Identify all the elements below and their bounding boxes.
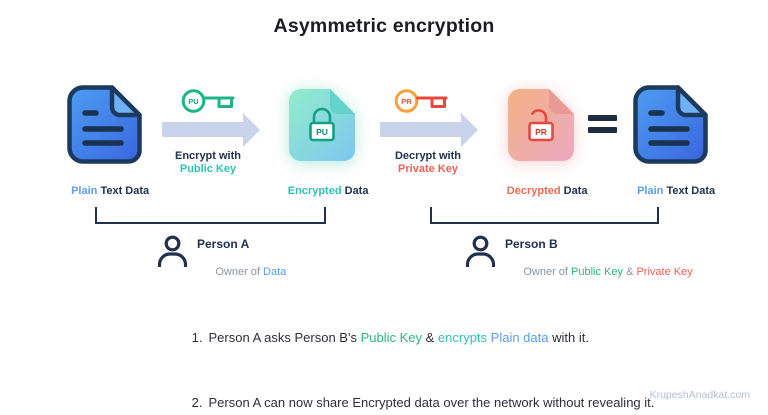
person-a-icon bbox=[156, 235, 189, 272]
person-a-scope-bracket bbox=[95, 207, 326, 224]
equals-icon bbox=[588, 115, 617, 133]
decrypted-lock-tag: PR bbox=[535, 127, 547, 137]
label-word-plain: Plain bbox=[71, 185, 101, 197]
encrypt-arrow-head bbox=[243, 113, 260, 147]
decrypt-caption: Decrypt with Private Key bbox=[394, 150, 461, 175]
plain-text-document-icon-left bbox=[66, 84, 143, 170]
encrypt-caption: Encrypt with Public Key bbox=[174, 150, 241, 175]
public-key-icon: PU bbox=[181, 86, 237, 121]
page-title: Asymmetric encryption bbox=[273, 15, 495, 37]
decrypted-data-label: Decrypted Data bbox=[506, 185, 588, 197]
person-b-ownership: Owner of Public Key & Private Key bbox=[523, 266, 693, 278]
person-b-scope-bracket bbox=[430, 207, 659, 224]
private-key-tag: PR bbox=[401, 97, 412, 106]
person-b-block: Person B Owner of Public Key & Private K… bbox=[505, 237, 693, 290]
watermark: KrupeshAnadkat.com bbox=[649, 389, 750, 401]
plain-text-data-label-right: Plain Text Data bbox=[637, 185, 716, 197]
public-key-tag: PU bbox=[188, 97, 198, 106]
encrypted-document-icon: PU bbox=[287, 87, 357, 169]
person-a-ownership: Owner of Data bbox=[215, 266, 287, 278]
private-key-icon: PR bbox=[394, 86, 450, 121]
list-item: 1.Person A asks Person B's Public Key & … bbox=[191, 330, 589, 346]
list-item: 2.Person A can now share Encrypted data … bbox=[191, 394, 655, 410]
encrypted-data-label: Encrypted Data bbox=[287, 185, 369, 197]
explanation-list: 1.Person A asks Person B's Public Key & … bbox=[170, 306, 693, 415]
decrypt-arrow-head bbox=[461, 113, 478, 147]
person-b-name: Person B bbox=[505, 237, 558, 251]
plain-text-data-label-left: Plain Text Data bbox=[71, 185, 150, 197]
decrypted-document-icon: PR bbox=[506, 87, 576, 169]
person-a-block: Person A Owner of Data bbox=[197, 237, 286, 290]
decrypt-arrow bbox=[380, 122, 461, 137]
encrypted-lock-tag: PU bbox=[316, 127, 328, 137]
person-a-name: Person A bbox=[197, 237, 250, 251]
person-b-icon bbox=[464, 235, 497, 272]
plain-text-document-icon-right bbox=[632, 84, 709, 170]
encrypt-arrow bbox=[162, 122, 243, 137]
